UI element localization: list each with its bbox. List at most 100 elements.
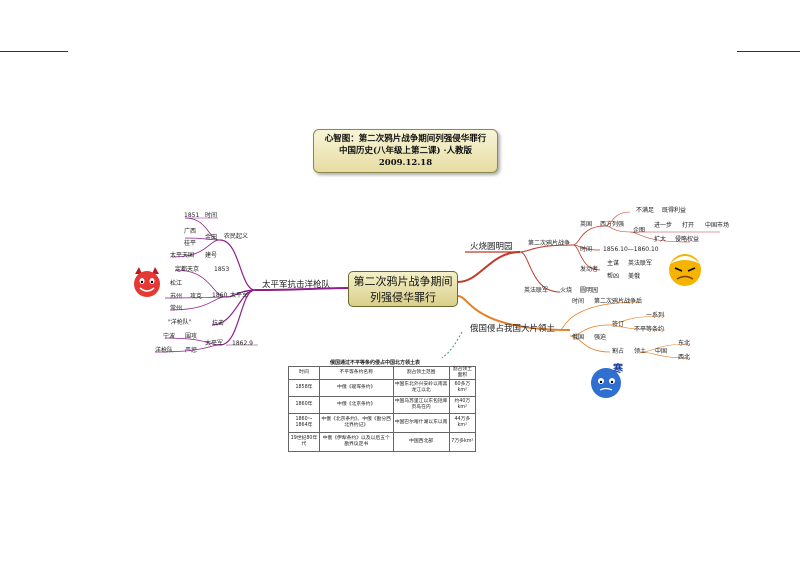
node-china: 中国 [655,348,668,355]
table-cell: 中国乌苏里江以东包括库页岛在内 [392,396,450,414]
node-1853: 1853 [214,266,230,273]
cold-face-icon [591,368,621,398]
node-1862: 1862.9 [232,340,253,347]
node-rifle-corps: 洋枪队 [155,347,174,354]
table-cell: 中俄《北京条约》 [318,396,394,414]
node-northeast: 东北 [678,340,691,347]
node-sign: 签订 [612,321,625,328]
node-a-series: 一系列 [646,312,665,319]
node-jianhao: 建号 [205,252,218,259]
table-header: 割占领土范围 [392,366,450,380]
table-cell: 中国西北部 [392,432,450,452]
center-line-1: 第二次鸦片战争期间 [353,275,453,288]
node-capture: 攻克 [190,293,203,300]
page-rule-left [0,51,68,52]
node-expand: 扩大 [654,236,667,243]
node-territory: 领土 [634,348,647,355]
node-britain: 英国 [580,221,593,228]
devil-icon [134,267,160,297]
node-second-opium-war: 第二次鸦片战争 [528,240,571,247]
node-cede: 割占 [612,348,625,355]
table-cell: 19世纪80年代 [288,432,320,452]
node-china-market: 中国市场 [705,222,730,229]
node-peasant-uprising: 农民起义 [224,233,249,240]
node-1851: 1851 [184,212,200,219]
node-resist: 抗击 [212,320,225,327]
node-war-period: 1856.10—1860.10 [603,246,659,253]
table-row: 1860年 中俄《北京条约》 中国乌苏里江以东包括库页岛在内 约40万km² [288,396,477,414]
node-time-1: 时间 [205,212,218,219]
node-western-powers: 西方列强 [600,221,625,228]
node-ningbo: 宁波 [163,333,176,340]
table-cell: 中国巴尔喀什湖以东以南 [392,413,450,433]
node-guangxi: 广西 [184,228,197,235]
node-mastermind: 主谋 [607,260,620,267]
angry-face-icon [669,254,701,286]
table-cell: 1860～1864年 [288,413,320,433]
table-header: 割占领土面积 [448,366,477,380]
table-row: 1858年 中俄《瑷珲条约》 中国东北外兴安岭以南黑龙江以北 60多万km² [288,379,477,397]
node-yuanmingyuan: 圆明园 [580,287,599,294]
table-cell: 7万多km² [448,432,477,452]
treaty-table: 时间 不平等条约名称 割占领土范围 割占领土面积 1858年 中俄《瑷珲条约》 … [288,366,477,452]
node-open: 打开 [682,222,695,229]
node-changzhou: 常州 [170,305,183,312]
cold-label: 寒 [613,364,623,375]
table-cell: 60多万km² [448,379,477,397]
node-after-war: 第二次鸦片战争后 [594,298,643,305]
node-northwest: 西北 [678,354,691,361]
node-1860: 1860 [212,292,228,299]
title-line-1: 心智图：第二次鸦片战争期间列强侵华罪行 [324,134,487,144]
node-foreign-rifle-corps: "洋枪队" [168,319,192,326]
mindmap-title: 心智图：第二次鸦片战争期间列强侵华罪行 中国历史(八年级上第二课) ·人教版 2… [313,129,498,173]
node-besiege: 围攻 [185,333,198,340]
node-anglo-french-1: 英法联军 [628,260,653,267]
center-node: 第二次鸦片战争期间 列强侵华罪行 [348,271,458,307]
node-unequal-treaties: 不平等条约 [634,326,665,333]
table-cell: 44万多km² [448,413,477,433]
node-songjiang: 松江 [170,280,183,287]
node-not-satisfied: 不满足 [636,207,655,214]
table-cell: 1858年 [288,379,320,397]
node-taiping-army-2: 太平军 [205,340,224,347]
title-line-3: 2009.12.18 [378,158,433,168]
node-attempt: 企图 [633,227,646,234]
table-row: 19世纪80年代 中俄《伊犁条约》以及以后五个勘界议定书 中国西北部 7万多km… [288,432,477,452]
table-cell: 中俄《瑷珲条约》 [318,379,394,397]
table-header: 不平等条约名称 [318,366,394,380]
node-initiator: 发动者 [580,266,599,273]
table-cell: 1860年 [288,396,320,414]
node-guiping: 桂平 [184,240,197,247]
table-row: 1860～1864年 中俄《北京条约》、中俄《勘分西北界约记》 中国巴尔喀什湖以… [288,413,477,433]
node-force: 强迫 [594,334,607,341]
table-cell: 约40万km² [448,396,477,414]
node-time-2: 时间 [580,246,593,253]
title-line-2: 中国历史(八年级上第二课) ·人教版 [339,146,472,156]
table-cell: 中国东北外兴安岭以南黑龙江以北 [392,379,450,397]
node-tianjing: 定都天京 [175,266,200,273]
table-cell: 中俄《北京条约》、中俄《勘分西北界约记》 [318,413,394,433]
table-header: 时间 [288,366,320,380]
node-taiping-army-1: 太平军 [230,292,249,299]
node-taiping-kingdom: 太平天国 [170,252,195,259]
center-line-2: 列强侵华罪行 [370,291,436,304]
table-header-row: 时间 不平等条约名称 割占领土范围 割占领土面积 [288,366,477,380]
node-punish: 严惩 [185,347,198,354]
node-vested-interests: 既得利益 [662,207,687,214]
branch-burn-yuanmingyuan: 火烧圆明园 [470,242,513,252]
node-time-3: 时间 [572,298,585,305]
node-suzhou: 苏州 [170,293,183,300]
node-accomplice: 帮凶 [607,273,620,280]
branch-russia-occupation: 俄国侵占我国大片领土 [470,324,556,334]
node-russia: 俄国 [572,334,585,341]
node-us-russia: 美俄 [628,273,641,280]
table-caption: 俄国通过不平等条约侵占中国北方领土表 [330,360,421,366]
node-further: 进一步 [654,222,673,229]
node-aggression-rights: 侵略权益 [675,236,700,243]
page-rule-right [737,51,800,52]
table-cell: 中俄《伊犁条约》以及以后五个勘界议定书 [318,432,394,452]
branch-left-label: 太平军抗击洋枪队 [262,280,331,290]
node-burn: 火烧 [560,287,573,294]
node-anglo-french-2: 英法联军 [524,287,549,294]
